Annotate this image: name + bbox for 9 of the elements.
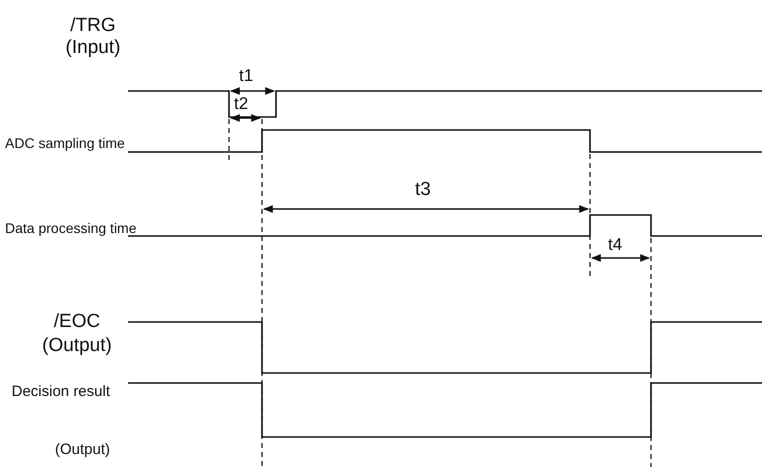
- timing-label: t4: [608, 236, 622, 254]
- signal-label: Data processing time: [5, 220, 137, 236]
- signal-label: Decision result (Output): [10, 382, 110, 460]
- timing-label: t1: [239, 67, 254, 85]
- signal-label: ADC sampling time: [5, 135, 125, 151]
- timing-label: t2: [234, 95, 248, 113]
- timing-label: t3: [415, 180, 431, 200]
- signal-label: /EOC (Output): [41, 310, 113, 358]
- signal-label: /TRG (Input): [64, 15, 122, 59]
